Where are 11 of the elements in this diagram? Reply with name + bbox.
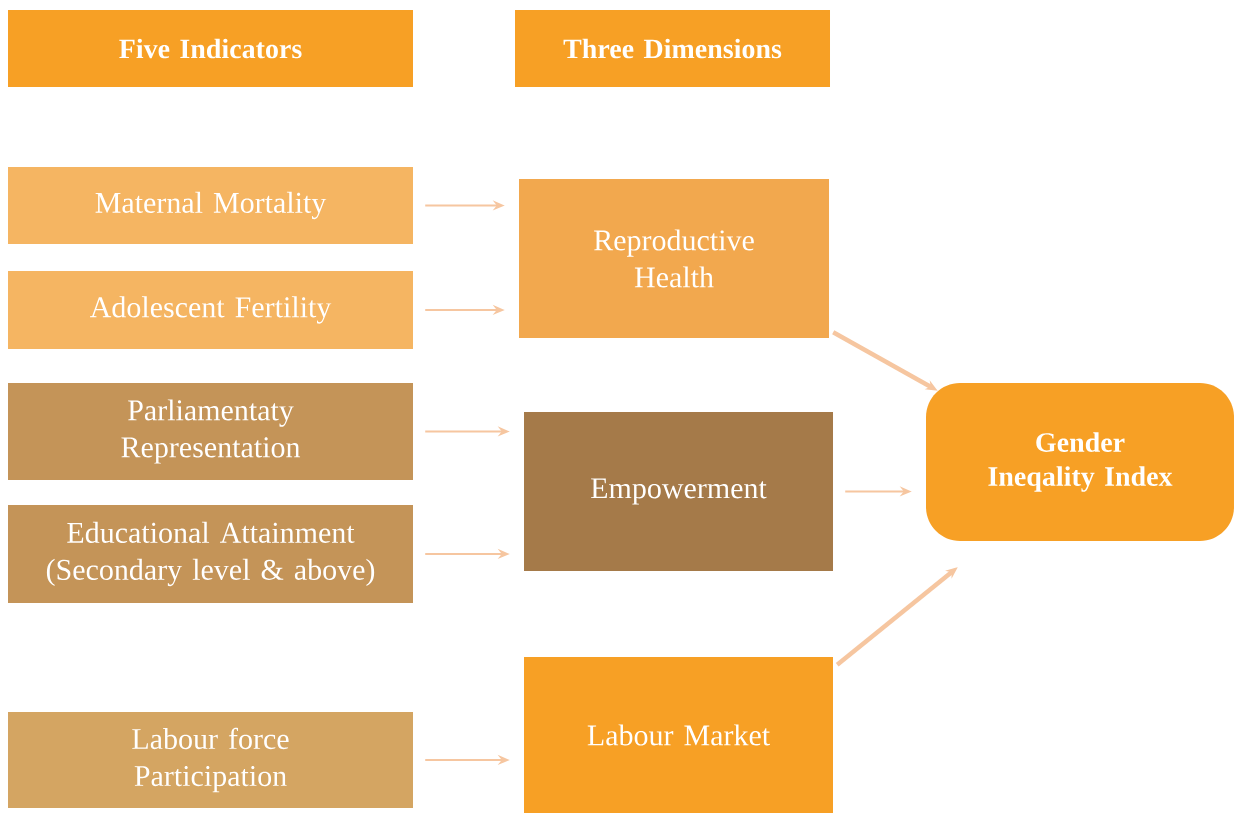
dimension-box: Labour Market [524, 657, 833, 813]
index-box: Gender Ineqality Index [926, 383, 1234, 541]
dimension-box: Empowerment [524, 412, 833, 571]
indicator-box: Maternal Mortality [8, 167, 413, 244]
indicator-box: Adolescent Fertility [8, 271, 413, 349]
indicator-box: Labour force Participation [8, 712, 413, 808]
header-box: Five Indicators [8, 10, 413, 87]
indicator-box: Educational Attainment (Secondary level & above) [8, 505, 413, 603]
dimension-box: Reproductive Health [519, 179, 829, 338]
indicator-box: Parliamentaty Representation [8, 383, 413, 480]
header-box: Three Dimensions [515, 10, 830, 87]
